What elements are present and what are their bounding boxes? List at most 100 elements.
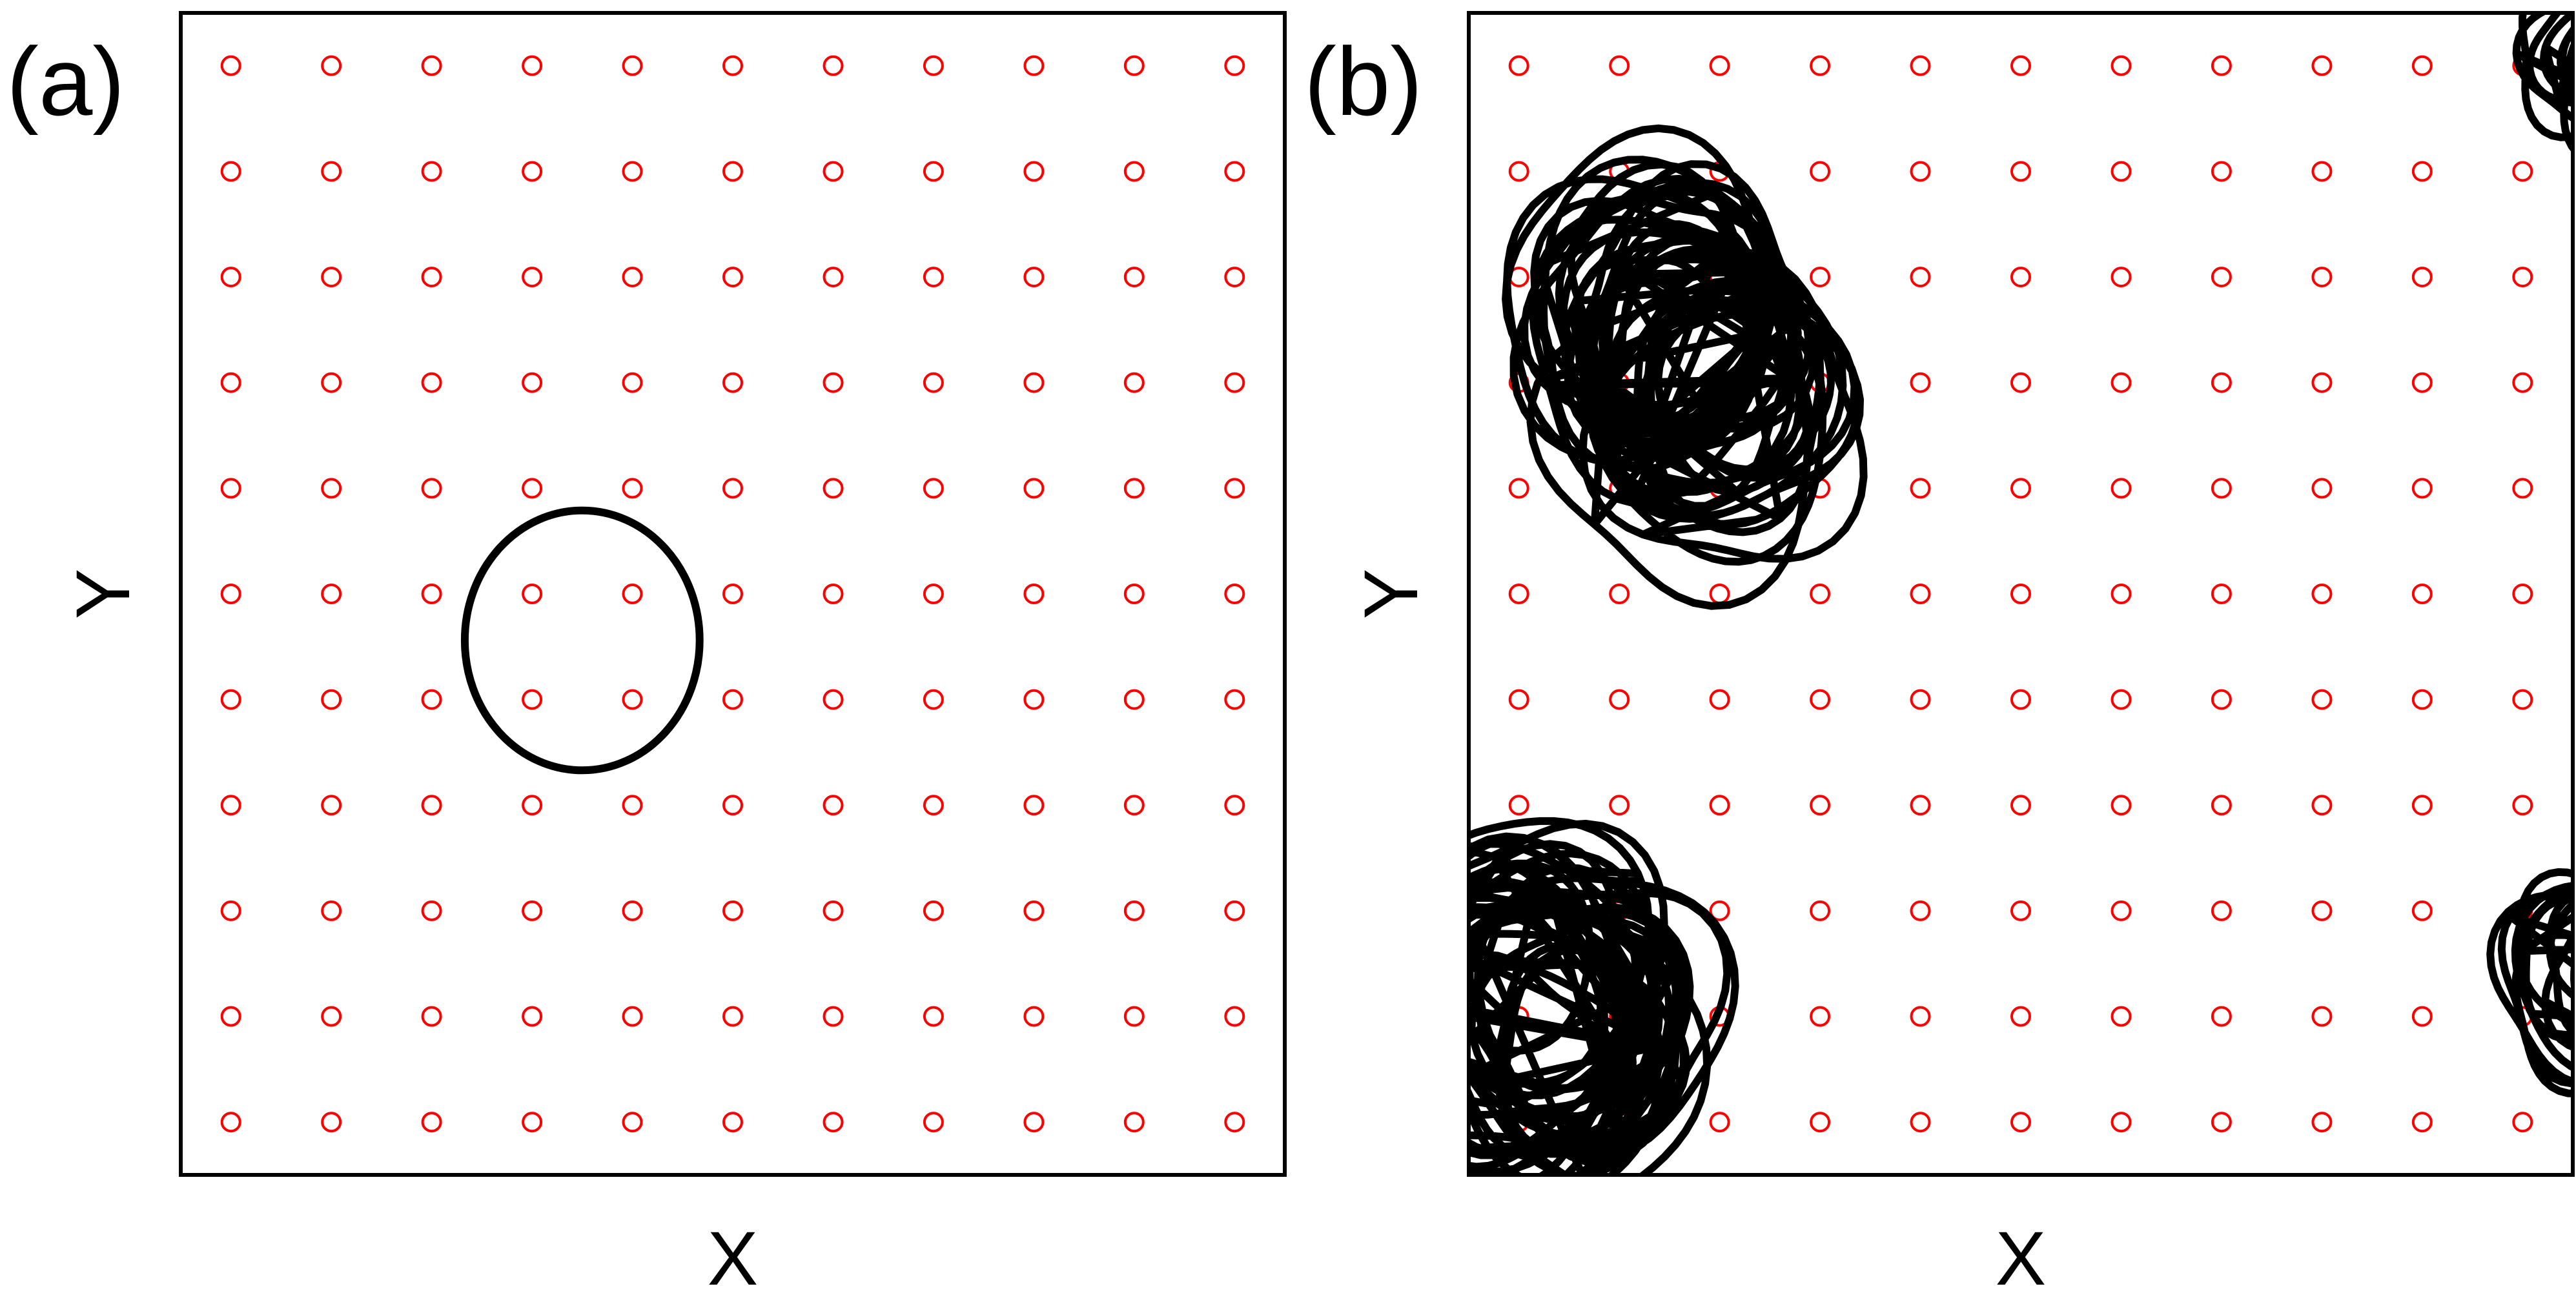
obstacle-marker-a-r0-c8 (1023, 1112, 1045, 1133)
obstacle-marker-a-r3-c5 (722, 795, 743, 816)
obstacle-marker-a-r6-c2 (421, 478, 442, 499)
obstacle-marker-a-r4-c0 (220, 689, 241, 710)
obstacle-marker-b-r8-c9 (2411, 267, 2433, 288)
obstacle-marker-a-r2-c9 (1123, 900, 1145, 921)
obstacle-marker-b-r3-c2 (1709, 795, 1730, 816)
obstacle-marker-a-r0-c1 (321, 1112, 342, 1133)
obstacle-marker-a-r4-c4 (622, 689, 643, 710)
obstacle-marker-b-r8-c5 (2010, 267, 2031, 288)
obstacle-marker-b-r7-c10 (2512, 372, 2533, 393)
obstacle-marker-a-r4-c6 (823, 689, 844, 710)
obstacle-marker-a-r2-c2 (421, 900, 442, 921)
obstacle-marker-a-r8-c0 (220, 267, 241, 288)
obstacle-marker-b-r4-c1 (1609, 689, 1630, 710)
trajectory-cluster-b-0 (1502, 124, 1868, 610)
x-axis-label-b: X (1996, 1216, 2047, 1301)
obstacle-marker-a-r7-c4 (622, 372, 643, 393)
trajectory-cluster-b-2 (2512, 13, 2573, 154)
obstacle-marker-b-r9-c7 (2211, 161, 2232, 182)
obstacle-marker-b-r4-c0 (1508, 689, 1529, 710)
obstacle-marker-a-r6-c6 (823, 478, 844, 499)
obstacle-marker-a-r2-c5 (722, 900, 743, 921)
obstacle-marker-a-r9-c8 (1023, 161, 1045, 182)
obstacle-marker-b-r0-c8 (2311, 1112, 2333, 1133)
obstacle-marker-b-r10-c7 (2211, 55, 2232, 76)
obstacle-marker-b-r0-c5 (2010, 1112, 2031, 1133)
obstacle-marker-a-r5-c0 (220, 584, 241, 604)
trajectory-orbit-a (460, 506, 704, 775)
obstacle-marker-a-r2-c6 (823, 900, 844, 921)
obstacle-marker-a-r7-c0 (220, 372, 241, 393)
obstacle-marker-a-r5-c1 (321, 584, 342, 604)
obstacle-marker-a-r4-c3 (522, 689, 543, 710)
obstacle-marker-a-r10-c7 (923, 55, 944, 76)
obstacle-marker-b-r1-c5 (2010, 1006, 2031, 1027)
obstacle-marker-b-r5-c6 (2111, 584, 2132, 604)
obstacle-marker-b-r5-c4 (1910, 584, 1931, 604)
obstacle-marker-b-r7-c9 (2411, 372, 2433, 393)
obstacle-marker-a-r8-c6 (823, 267, 844, 288)
obstacle-marker-a-r10-c0 (220, 55, 241, 76)
obstacle-marker-b-r4-c10 (2512, 689, 2533, 710)
obstacle-marker-a-r8-c3 (522, 267, 543, 288)
obstacle-marker-a-r3-c10 (1224, 795, 1245, 816)
obstacle-marker-a-r1-c9 (1123, 1006, 1145, 1027)
obstacle-marker-a-r3-c0 (220, 795, 241, 816)
obstacle-marker-b-r5-c5 (2010, 584, 2031, 604)
obstacle-marker-a-r0-c3 (522, 1112, 543, 1133)
obstacle-marker-b-r5-c0 (1508, 584, 1529, 604)
obstacle-marker-b-r4-c7 (2211, 689, 2232, 710)
obstacle-marker-a-r7-c10 (1224, 372, 1245, 393)
obstacle-marker-a-r8-c9 (1123, 267, 1145, 288)
x-axis-label-a: X (708, 1216, 759, 1301)
obstacle-marker-b-r6-c9 (2411, 478, 2433, 499)
obstacle-marker-a-r6-c10 (1224, 478, 1245, 499)
obstacle-marker-a-r9-c5 (722, 161, 743, 182)
obstacle-marker-a-r1-c0 (220, 1006, 241, 1027)
trajectory-layer-a (460, 506, 704, 775)
obstacle-marker-a-r7-c8 (1023, 372, 1045, 393)
obstacle-marker-a-r4-c9 (1123, 689, 1145, 710)
obstacle-marker-a-r5-c10 (1224, 584, 1245, 604)
obstacle-marker-b-r3-c0 (1508, 795, 1529, 816)
obstacle-marker-a-r0-c0 (220, 1112, 241, 1133)
obstacle-marker-a-r2-c3 (522, 900, 543, 921)
obstacle-marker-a-r9-c4 (622, 161, 643, 182)
obstacle-marker-a-r4-c2 (421, 689, 442, 710)
obstacle-marker-b-r5-c9 (2411, 584, 2433, 604)
obstacle-marker-a-r3-c3 (522, 795, 543, 816)
obstacle-marker-b-r5-c7 (2211, 584, 2232, 604)
obstacle-marker-b-r0-c4 (1910, 1112, 1931, 1133)
obstacle-marker-a-r2-c1 (321, 900, 342, 921)
trajectory-layer-b (1469, 13, 2573, 1175)
obstacle-marker-a-r1-c5 (722, 1006, 743, 1027)
obstacle-marker-a-r5-c9 (1123, 584, 1145, 604)
obstacle-marker-a-r3-c1 (321, 795, 342, 816)
obstacle-marker-a-r9-c3 (522, 161, 543, 182)
obstacle-marker-a-r9-c7 (923, 161, 944, 182)
obstacle-marker-b-r3-c6 (2111, 795, 2132, 816)
obstacle-marker-b-r7-c5 (2010, 372, 2031, 393)
obstacle-marker-a-r10-c8 (1023, 55, 1045, 76)
obstacle-marker-a-r9-c2 (421, 161, 442, 182)
obstacle-marker-a-r8-c8 (1023, 267, 1045, 288)
obstacle-marker-b-r5-c3 (1810, 584, 1831, 604)
y-axis-label-b: Y (1349, 569, 1434, 620)
obstacle-marker-b-r2-c4 (1910, 900, 1931, 921)
panel-a: (a) X Y (6, 11, 1287, 1301)
obstacle-marker-a-r5-c6 (823, 584, 844, 604)
obstacle-marker-b-r6-c10 (2512, 478, 2533, 499)
obstacle-marker-b-r8-c8 (2311, 267, 2333, 288)
obstacle-marker-b-r3-c8 (2311, 795, 2333, 816)
obstacle-marker-a-r0-c4 (622, 1112, 643, 1133)
obstacle-marker-b-r10-c6 (2111, 55, 2132, 76)
obstacle-marker-b-r2-c5 (2010, 900, 2031, 921)
obstacle-marker-a-r9-c9 (1123, 161, 1145, 182)
obstacle-marker-b-r2-c7 (2211, 900, 2232, 921)
obstacle-marker-a-r4-c1 (321, 689, 342, 710)
obstacle-marker-b-r0-c7 (2211, 1112, 2232, 1133)
obstacle-marker-a-r1-c4 (622, 1006, 643, 1027)
obstacle-marker-a-r10-c9 (1123, 55, 1145, 76)
obstacle-marker-b-r9-c6 (2111, 161, 2132, 182)
